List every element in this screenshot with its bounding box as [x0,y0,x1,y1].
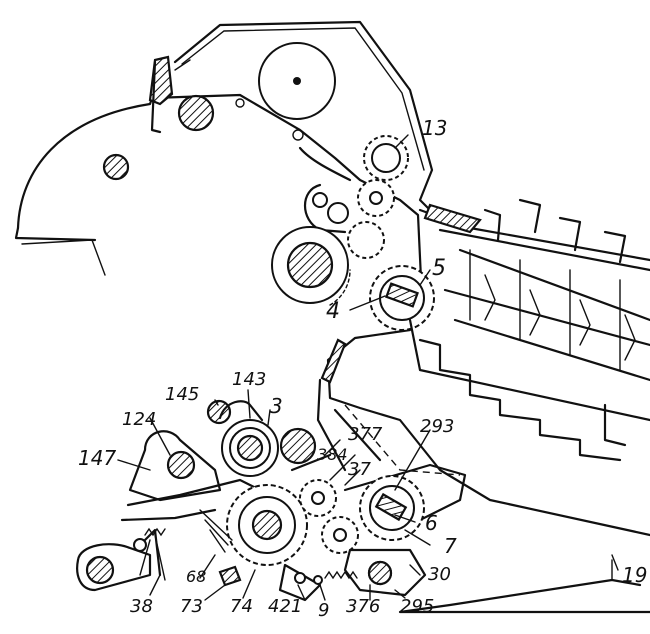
reference-numerals: 13 5 4 143 145 124 3 147 377 293 384 37 … [78,116,647,621]
label-37: 37 [348,459,371,480]
label-73: 73 [180,596,203,617]
label-5: 5 [432,256,446,281]
label-384: 384 [317,445,348,464]
label-13: 13 [422,116,447,140]
gear-4 [369,265,435,331]
label-376: 376 [346,596,380,617]
label-9: 9 [318,600,329,621]
leader-lines [117,134,619,601]
label-145: 145 [165,384,199,405]
top-cover [148,20,437,217]
top-roller [258,42,336,120]
label-295: 295 [400,596,434,617]
card-assembly [408,198,650,462]
label-421: 421 [268,596,302,617]
label-3: 3 [270,394,283,418]
springs [144,527,358,580]
label-74: 74 [230,596,253,617]
label-19: 19 [622,563,647,587]
label-147: 147 [78,446,116,470]
middle-linkage [271,183,385,306]
label-30: 30 [428,564,451,585]
gear-74 [199,484,308,566]
label-68: 68 [186,567,206,586]
gear-6 [343,463,467,541]
lower-left-mechanism [76,430,262,592]
label-7: 7 [444,534,457,558]
bottom-parts [218,563,323,602]
label-6: 6 [425,511,438,535]
label-377: 377 [348,424,383,445]
gear-13 [357,135,409,217]
label-293: 293 [420,416,454,437]
label-38: 38 [130,596,153,617]
label-124: 124 [122,409,156,430]
roller-143 [218,400,279,477]
lever-295 [343,548,427,597]
label-143: 143 [232,369,266,390]
center-gears [290,453,359,554]
label-4: 4 [326,299,340,324]
chute [316,338,461,476]
